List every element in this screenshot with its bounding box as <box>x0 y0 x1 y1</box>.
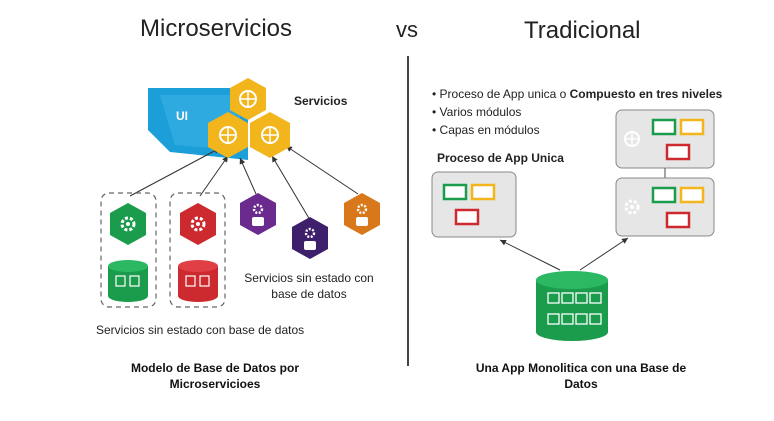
arrow <box>285 145 359 195</box>
arrow <box>129 147 221 197</box>
green-service-box <box>100 192 157 308</box>
bullet-item: • Varios módulos <box>432 105 522 119</box>
left-caption: Modelo de Base de Datos por Microservici… <box>130 361 300 391</box>
vs-label: vs <box>396 17 418 42</box>
monolith-diagram <box>431 109 715 341</box>
red-service-box <box>169 192 226 308</box>
stateless-bottom-label: Servicios sin estado con base de datos <box>96 323 305 337</box>
bullet-item: • Capas en módulos <box>432 123 540 137</box>
arrow <box>499 239 561 271</box>
process-label: Proceso de App Unica <box>437 151 564 165</box>
bullet-list: • Proceso de App unica o Compuesto en tr… <box>432 85 722 139</box>
bullet-item: • Proceso de App unica o Compuesto en tr… <box>432 87 723 101</box>
purple-service-hex-icon <box>240 193 276 235</box>
right-title: Tradicional <box>524 17 641 44</box>
single-process-box <box>431 171 517 238</box>
green-database-icon <box>108 260 148 302</box>
arrow <box>579 237 629 271</box>
arrow <box>239 157 257 195</box>
darkpurple-service-hex-icon <box>292 217 328 259</box>
divider <box>407 56 409 366</box>
ui-label: UI <box>176 109 188 123</box>
red-gear-hex-icon <box>180 203 216 245</box>
green-gear-hex-icon <box>110 203 146 245</box>
orange-service-hex-icon <box>344 193 380 235</box>
arrow <box>271 155 311 221</box>
services-hex-right <box>250 112 290 158</box>
stateless-db-label: Servicios sin estado con base de datos <box>244 271 374 301</box>
red-database-icon <box>178 260 218 302</box>
tier-bottom-box <box>615 177 715 237</box>
right-caption: Una App Monolitica con una Base de Datos <box>475 361 687 391</box>
services-hex-top <box>230 78 266 120</box>
left-title: Microservicios <box>140 15 293 42</box>
microservices-diagram <box>100 78 380 308</box>
services-hex-left <box>208 112 248 158</box>
arrow <box>199 155 229 197</box>
monolith-database-icon <box>536 271 608 341</box>
services-label: Servicios <box>294 94 348 108</box>
tier-top-box <box>615 109 715 169</box>
